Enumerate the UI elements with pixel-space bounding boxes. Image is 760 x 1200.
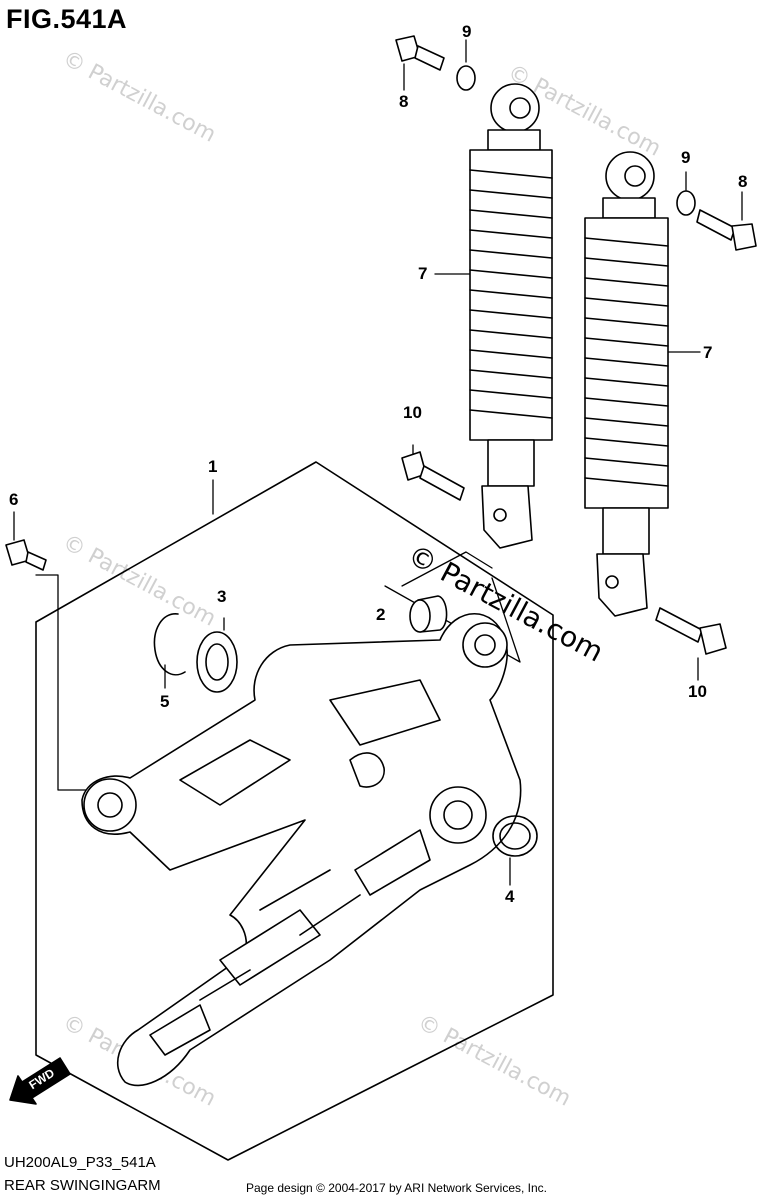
diagram-caption: REAR SWINGINGARM [4, 1177, 161, 1194]
bolt-10-left [401, 451, 465, 501]
spacer [409, 595, 448, 633]
callout-3: 3 [217, 587, 227, 606]
shock-absorber-right [584, 151, 669, 617]
washer-9-left [456, 65, 476, 91]
callout-8-right: 8 [738, 172, 748, 191]
callout-9-right: 9 [681, 148, 691, 167]
bolt-10-right [655, 607, 727, 655]
callout-10-left: 10 [403, 403, 422, 422]
callout-10-right: 10 [688, 682, 707, 701]
diagram-code: UH200AL9_P33_541A [4, 1154, 156, 1171]
oil-seal [492, 815, 538, 857]
callout-7-left: 7 [418, 264, 428, 283]
swing-arm [81, 613, 522, 1087]
callout-5: 5 [160, 692, 170, 711]
callout-9-left: 9 [462, 22, 472, 41]
callout-7-right: 7 [703, 343, 713, 362]
callout-8-left: 8 [399, 92, 409, 111]
figure-title: FIG.541A [6, 4, 128, 34]
bolt-6 [5, 539, 47, 571]
shock-absorber-left [469, 83, 553, 549]
callout-2: 2 [376, 605, 386, 624]
page-footer: Page design © 2004-2017 by ARI Network S… [246, 1181, 548, 1195]
callout-1: 1 [208, 457, 218, 476]
bearing [196, 631, 238, 693]
assembly-frame [35, 461, 554, 1161]
callout-4: 4 [505, 887, 515, 906]
callout-6: 6 [9, 490, 19, 509]
bolt-8-right [696, 209, 757, 251]
circlip [153, 613, 186, 676]
washer-9-right [676, 190, 696, 216]
bolt-8-left [395, 35, 445, 71]
fwd-arrow [9, 1057, 71, 1105]
